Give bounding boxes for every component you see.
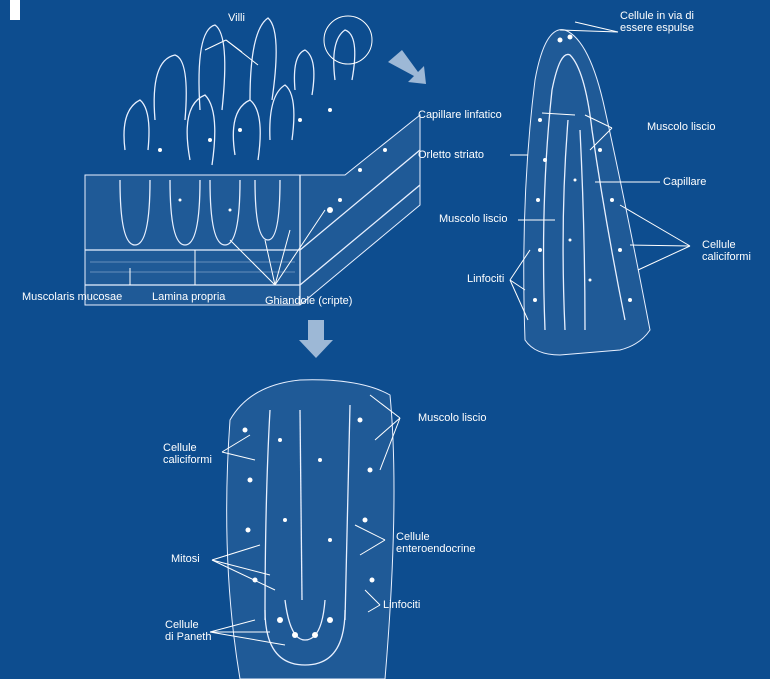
label-villi: Villi <box>228 12 245 24</box>
label-cellule-entero-1: Cellule <box>396 531 430 543</box>
label-lamina-propria: Lamina propria <box>152 291 226 303</box>
label-orletto-striato: Orletto striato <box>418 149 484 161</box>
label-linfociti-top: Linfociti <box>467 273 504 285</box>
label-cellule-paneth-2: di Paneth <box>165 631 211 643</box>
label-cellule-caliciformi-left-2: caliciformi <box>163 454 212 466</box>
corner-mark <box>10 0 20 20</box>
label-cellule-paneth-1: Cellule <box>165 619 199 631</box>
arrow-right-icon <box>388 50 426 84</box>
label-cellule-espulse-2: essere espulse <box>620 22 694 34</box>
label-muscolo-liscio-bottom: Muscolo liscio <box>418 412 486 424</box>
label-cellule-caliciformi-right-1: Cellule <box>702 239 736 251</box>
label-cellule-entero-2: enteroendocrine <box>396 543 476 555</box>
label-linfociti-bottom: Linfociti <box>383 599 420 611</box>
label-muscolo-liscio-mid: Muscolo liscio <box>439 213 507 225</box>
villus-section-illustration <box>524 30 650 355</box>
label-cellule-caliciformi-right-2: caliciformi <box>702 251 751 263</box>
label-muscolaris-mucosae: Muscolaris mucosae <box>22 291 122 303</box>
label-cellule-espulse-1: Cellule in via di <box>620 10 694 22</box>
label-capillare: Capillare <box>663 176 706 188</box>
label-ghiandole: Ghiandole (cripte) <box>265 295 352 307</box>
crypt-section-illustration <box>227 380 394 679</box>
label-capillare-linfatico: Capillare linfatico <box>418 109 502 121</box>
label-cellule-caliciformi-left-1: Cellule <box>163 442 197 454</box>
mucosa-block-illustration <box>85 16 420 305</box>
label-mitosi: Mitosi <box>171 553 200 565</box>
label-muscolo-liscio-top: Muscolo liscio <box>647 121 715 133</box>
arrow-down-icon <box>299 320 333 358</box>
